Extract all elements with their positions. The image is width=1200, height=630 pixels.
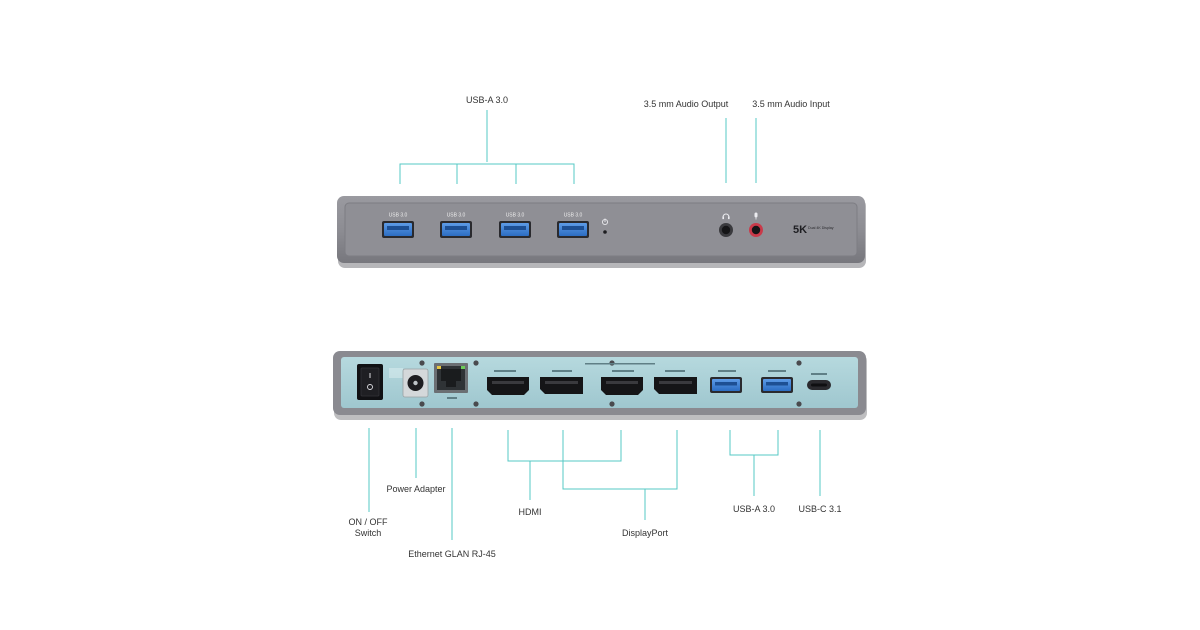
callout-displayport: DisplayPort xyxy=(621,528,669,538)
hdmi-port-2 xyxy=(601,377,643,395)
displayport-port-2 xyxy=(654,377,697,394)
front-usb-port-4 xyxy=(557,221,589,238)
microphone-icon xyxy=(754,212,758,220)
rear-usb-port-1 xyxy=(710,377,742,393)
brand-5k-logo: 5K xyxy=(793,224,807,236)
hdmi-port-1 xyxy=(487,377,529,395)
front-usb-port-1 xyxy=(382,221,414,238)
panel-label-marks xyxy=(447,363,827,399)
callout-power-adapter: Power Adapter xyxy=(386,484,446,494)
front-usb-port-label: USB 3.0 xyxy=(564,213,583,219)
front-unit: USB 3.0 USB 3.0 USB 3.0 USB 3.0 5K Dual … xyxy=(337,196,866,268)
audio-input-jack xyxy=(749,223,763,237)
brand-dual-4k-text: Dual 4K Display xyxy=(808,226,834,230)
power-switch xyxy=(357,364,383,400)
callout-ethernet: Ethernet GLAN RJ-45 xyxy=(408,549,496,559)
displayport-port-1 xyxy=(540,377,583,394)
front-callout-lines xyxy=(399,110,757,184)
rear-panel xyxy=(341,357,858,408)
front-usb-port-label: USB 3.0 xyxy=(447,213,466,219)
ethernet-port xyxy=(434,363,468,393)
power-adapter-jack xyxy=(402,368,429,398)
front-usb-port-3 xyxy=(499,221,531,238)
audio-output-jack xyxy=(719,223,733,237)
callout-audio-input: 3.5 mm Audio Input xyxy=(752,99,830,109)
headphone-icon xyxy=(722,213,730,220)
callout-hdmi: HDMI xyxy=(518,507,542,517)
front-usb-port-label: USB 3.0 xyxy=(389,213,408,219)
power-indicator-icon xyxy=(601,218,609,234)
rear-callout-lines xyxy=(368,428,821,540)
front-usb-port-2 xyxy=(440,221,472,238)
screw-icon xyxy=(419,360,802,407)
front-usb-port-label: USB 3.0 xyxy=(506,213,525,219)
rear-unit xyxy=(333,351,867,420)
callout-usb-c: USB-C 3.1 xyxy=(798,504,842,514)
callout-audio-output: 3.5 mm Audio Output xyxy=(643,99,729,109)
callout-rear-usb-a: USB-A 3.0 xyxy=(732,504,776,514)
usb-c-port xyxy=(807,380,831,390)
callout-on-off-switch: ON / OFF Switch xyxy=(348,517,388,538)
callout-front-usb-a: USB-A 3.0 xyxy=(465,95,509,105)
rear-usb-port-2 xyxy=(761,377,793,393)
